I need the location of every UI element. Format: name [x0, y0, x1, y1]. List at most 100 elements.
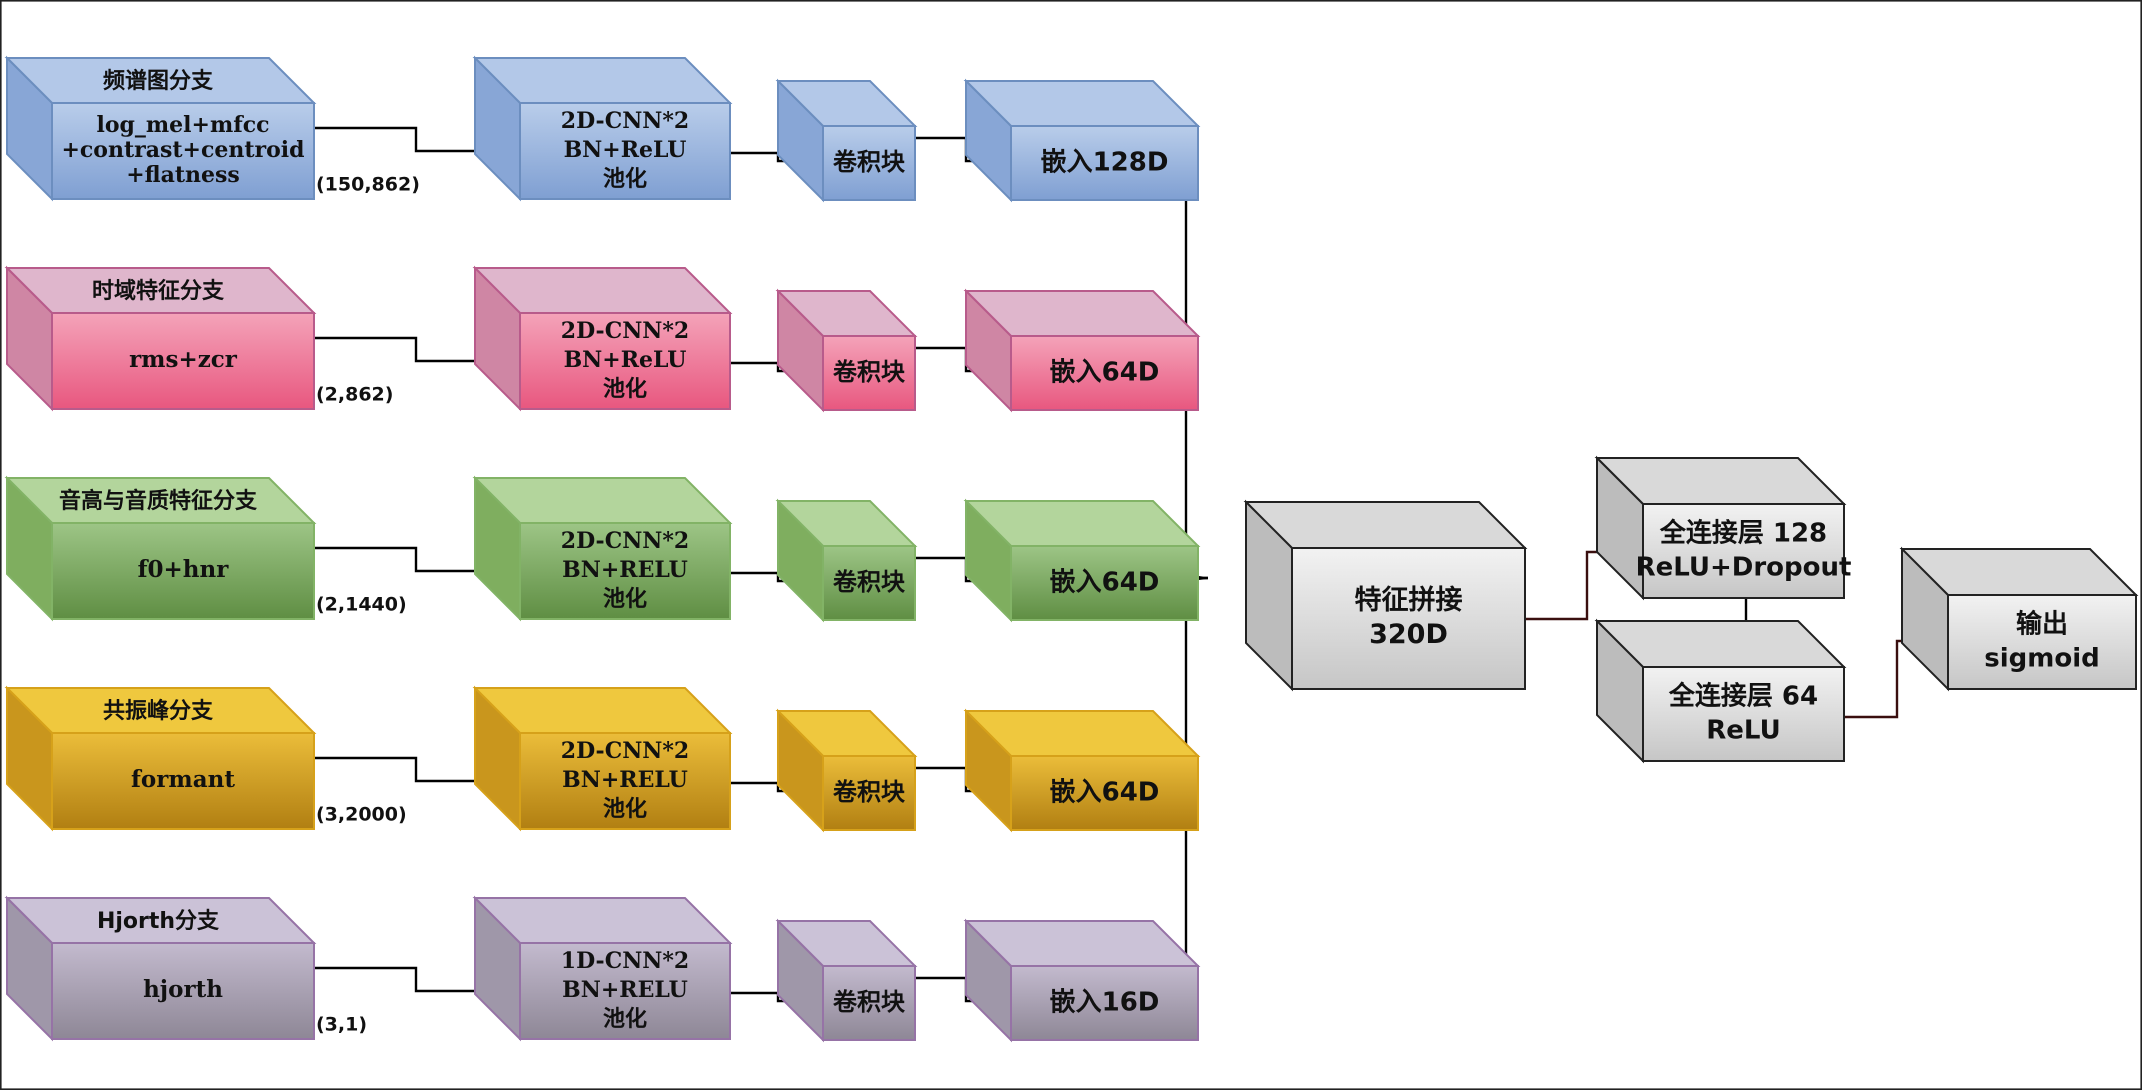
fc-layer-64-label: 全连接层 64: [1668, 681, 1818, 712]
cnn-layer-text: 池化: [603, 166, 647, 192]
branch-input-spectrogram: 频谱图分支log_mel+mfcc+contrast+centroid+flat…: [4, 55, 420, 202]
edge-input-to-cnn: [314, 756, 521, 786]
branch-input-features: formant: [131, 766, 235, 793]
block-front-face: [51, 732, 315, 830]
output-label: 输出: [2016, 609, 2068, 640]
branch-title: 共振峰分支: [103, 699, 214, 724]
branch-input-time-domain: 时域特征分支 rms+zcr (2,862): [4, 265, 393, 412]
embedding-label: 嵌入16D: [1050, 987, 1160, 1018]
branch-input-shape: (150,862): [316, 174, 420, 196]
branch-conv-block-formant: 卷积块: [775, 708, 918, 833]
branch-cnn-spectrogram: 2D-CNN*2BN+ReLU 池化: [472, 55, 733, 202]
edge-input-to-cnn: [314, 126, 521, 156]
block-front-face: [1947, 594, 2137, 690]
embedding-label: 嵌入64D: [1050, 357, 1160, 388]
cnn-layer-text: 池化: [603, 1006, 647, 1032]
fc-layer-128-label: 全连接层 128: [1659, 518, 1827, 549]
block-front-face: [1642, 666, 1845, 762]
edge-input-to-cnn: [314, 546, 521, 576]
feature-concat-label: 320D: [1369, 619, 1448, 650]
branch-embedding-pitch-quality: 嵌入64D: [963, 498, 1201, 623]
branch-input-pitch-quality: 音高与音质特征分支 f0+hnr (2,1440): [4, 475, 407, 622]
branch-input-features: hjorth: [143, 976, 223, 1003]
block-front-face: [51, 522, 315, 620]
block-front-face: [1642, 503, 1845, 599]
branch-cnn-time-domain: 2D-CNN*2BN+ReLU 池化: [472, 265, 733, 412]
cnn-layer-text: 2D-CNN*2: [561, 738, 689, 764]
branch-input-features: rms+zcr: [129, 346, 238, 373]
fc-layer-64-label: ReLU: [1706, 716, 1780, 746]
branch-input-features: f0+hnr: [138, 556, 230, 583]
block-front-face: [519, 522, 731, 620]
cnn-layer-text: BN+RELU: [562, 977, 688, 1003]
cnn-layer-text: BN+RELU: [562, 767, 688, 793]
branch-embedding-time-domain: 嵌入64D: [963, 288, 1201, 413]
block-front-face: [822, 125, 916, 201]
embedding-label: 嵌入128D: [1041, 147, 1169, 178]
edge-input-to-cnn: [314, 336, 521, 366]
cnn-layer-text: 池化: [603, 376, 647, 402]
branch-input-shape: (3,1): [316, 1014, 367, 1036]
conv-block-label: 卷积块: [833, 568, 905, 596]
cnn-layer-text: 池化: [603, 586, 647, 612]
cnn-layer-text: 2D-CNN*2: [561, 528, 689, 554]
feature-concat-label: 特征拼接: [1355, 585, 1463, 616]
branch-conv-block-pitch-quality: 卷积块: [775, 498, 918, 623]
branch-cnn-hjorth: 1D-CNN*2BN+RELU 池化: [472, 895, 733, 1042]
fc-layer-128-label: ReLU+Dropout: [1636, 553, 1852, 583]
branch-conv-block-spectrogram: 卷积块: [775, 78, 918, 203]
cnn-layer-text: 2D-CNN*2: [561, 318, 689, 344]
branch-input-features: log_mel+mfcc: [96, 112, 269, 138]
branch-title: 音高与音质特征分支: [59, 488, 258, 514]
branch-cnn-formant: 2D-CNN*2BN+RELU 池化: [472, 685, 733, 832]
cnn-layer-text: BN+ReLU: [564, 347, 687, 373]
block-front-face: [1010, 125, 1199, 201]
branch-input-features: +flatness: [126, 162, 240, 188]
branch-title: 时域特征分支: [92, 278, 225, 304]
block-front-face: [822, 965, 916, 1041]
conv-block-label: 卷积块: [833, 778, 905, 806]
blocks-layer: 频谱图分支log_mel+mfcc+contrast+centroid+flat…: [4, 55, 2139, 1043]
cnn-layer-text: BN+RELU: [562, 557, 688, 583]
branch-input-formant: 共振峰分支 formant (3,2000): [4, 685, 407, 832]
branch-input-shape: (2,1440): [316, 594, 407, 616]
fc-layer-64-block: 全连接层 64 ReLU: [1594, 618, 1847, 764]
block-front-face: [1010, 545, 1199, 621]
cnn-layer-text: 池化: [603, 796, 647, 822]
conv-block-label: 卷积块: [833, 988, 905, 1016]
branch-input-shape: (3,2000): [316, 804, 407, 826]
block-front-face: [519, 732, 731, 830]
branch-conv-block-time-domain: 卷积块: [775, 288, 918, 413]
block-front-face: [519, 312, 731, 410]
block-front-face: [822, 545, 916, 621]
embedding-label: 嵌入64D: [1050, 567, 1160, 598]
branch-title: Hjorth分支: [97, 909, 220, 934]
branch-conv-block-hjorth: 卷积块: [775, 918, 918, 1043]
block-front-face: [519, 102, 731, 200]
block-front-face: [51, 102, 315, 200]
branch-input-hjorth: Hjorth分支 hjorth (3,1): [4, 895, 367, 1042]
cnn-layer-text: 1D-CNN*2: [561, 948, 689, 974]
branch-input-shape: (2,862): [316, 384, 393, 406]
block-front-face: [822, 755, 916, 831]
conv-block-label: 卷积块: [833, 358, 905, 386]
embedding-label: 嵌入64D: [1050, 777, 1160, 808]
branch-embedding-spectrogram: 嵌入128D: [963, 78, 1201, 203]
block-top-face: [1243, 501, 1528, 549]
block-front-face: [51, 312, 315, 410]
branch-title: 频谱图分支: [103, 68, 214, 94]
edge-input-to-cnn: [314, 966, 521, 996]
branch-cnn-pitch-quality: 2D-CNN*2BN+RELU 池化: [472, 475, 733, 622]
cnn-layer-text: BN+ReLU: [564, 137, 687, 163]
cnn-layer-text: 2D-CNN*2: [561, 108, 689, 134]
conv-block-label: 卷积块: [833, 148, 905, 176]
block-front-face: [51, 942, 315, 1040]
block-front-face: [1010, 755, 1199, 831]
block-front-face: [822, 335, 916, 411]
branch-embedding-formant: 嵌入64D: [963, 708, 1201, 833]
block-front-face: [1010, 335, 1199, 411]
